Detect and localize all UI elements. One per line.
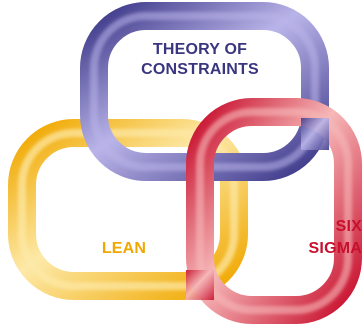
theory-of-constraints-line2: CONSTRAINTS <box>141 61 259 78</box>
theory-of-constraints-label: THEORY OF CONSTRAINTS <box>120 40 280 80</box>
six-sigma-line2: SIGMA <box>308 240 362 257</box>
lean-ring <box>8 119 248 300</box>
six-sigma-ring <box>186 98 362 324</box>
six-sigma-line1: SIX <box>335 218 362 235</box>
toc-over-sixsigma-overlap <box>301 118 329 150</box>
six-sigma-label: SIX SIGMA <box>268 216 362 260</box>
sixsigma-over-lean-overlap <box>186 270 214 300</box>
lean-label: LEAN <box>101 240 147 257</box>
theory-of-constraints-line1: THEORY OF <box>152 41 248 58</box>
